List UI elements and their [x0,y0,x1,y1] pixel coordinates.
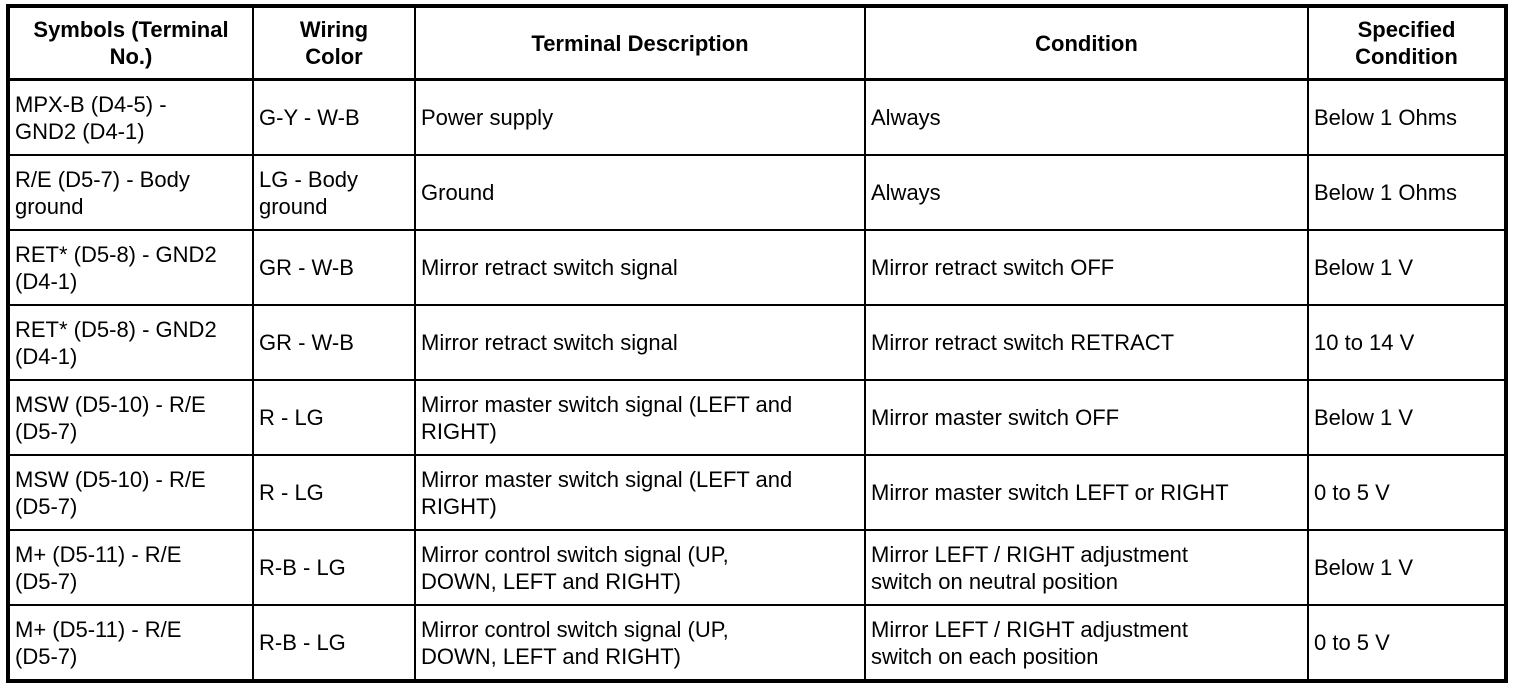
cell-wiring-color: GR - W-B [252,304,416,381]
cell-condition: Mirror LEFT / RIGHT adjustment switch on… [864,604,1309,682]
cell-symbols: M+ (D5-11) - R/E (D5-7) [7,529,254,606]
cell-wiring-color: GR - W-B [252,229,416,306]
cell-specified-condition: 0 to 5 V [1307,604,1507,682]
cell-terminal-description: Mirror master switch signal (LEFT and RI… [414,379,866,456]
column-header-specified-condition: Specified Condition [1307,5,1507,81]
table-row: R/E (D5-7) - Body ground LG - Body groun… [7,154,1507,231]
cell-condition: Mirror master switch OFF [864,379,1309,456]
cell-wiring-color: LG - Body ground [252,154,416,231]
cell-specified-condition: Below 1 Ohms [1307,154,1507,231]
table-row: M+ (D5-11) - R/E (D5-7) R-B - LG Mirror … [7,604,1507,682]
cell-terminal-description: Mirror retract switch signal [414,304,866,381]
cell-symbols: M+ (D5-11) - R/E (D5-7) [7,604,254,682]
terminal-spec-table: Symbols (Terminal No.) Wiring Color Term… [6,4,1508,683]
cell-specified-condition: Below 1 V [1307,229,1507,306]
cell-symbols: R/E (D5-7) - Body ground [7,154,254,231]
column-header-condition: Condition [864,5,1309,81]
cell-symbols: MSW (D5-10) - R/E (D5-7) [7,454,254,531]
cell-wiring-color: G-Y - W-B [252,78,416,156]
cell-terminal-description: Mirror retract switch signal [414,229,866,306]
table-row: MSW (D5-10) - R/E (D5-7) R - LG Mirror m… [7,379,1507,456]
cell-specified-condition: 0 to 5 V [1307,454,1507,531]
cell-symbols: RET* (D5-8) - GND2 (D4-1) [7,229,254,306]
cell-terminal-description: Mirror master switch signal (LEFT and RI… [414,454,866,531]
column-header-wiring-color: Wiring Color [252,5,416,81]
cell-terminal-description: Mirror control switch signal (UP, DOWN, … [414,529,866,606]
table-row: MSW (D5-10) - R/E (D5-7) R - LG Mirror m… [7,454,1507,531]
table-row: M+ (D5-11) - R/E (D5-7) R-B - LG Mirror … [7,529,1507,606]
cell-condition: Mirror LEFT / RIGHT adjustment switch on… [864,529,1309,606]
cell-wiring-color: R - LG [252,379,416,456]
cell-condition: Mirror retract switch OFF [864,229,1309,306]
cell-condition: Mirror retract switch RETRACT [864,304,1309,381]
cell-terminal-description: Ground [414,154,866,231]
cell-symbols: MPX-B (D4-5) - GND2 (D4-1) [7,78,254,156]
table-row: RET* (D5-8) - GND2 (D4-1) GR - W-B Mirro… [7,229,1507,306]
cell-condition: Always [864,154,1309,231]
cell-specified-condition: Below 1 V [1307,529,1507,606]
table-row: MPX-B (D4-5) - GND2 (D4-1) G-Y - W-B Pow… [7,78,1507,156]
cell-symbols: MSW (D5-10) - R/E (D5-7) [7,379,254,456]
cell-condition: Mirror master switch LEFT or RIGHT [864,454,1309,531]
cell-condition: Always [864,78,1309,156]
cell-wiring-color: R - LG [252,454,416,531]
header-row: Symbols (Terminal No.) Wiring Color Term… [7,5,1507,81]
cell-symbols: RET* (D5-8) - GND2 (D4-1) [7,304,254,381]
cell-wiring-color: R-B - LG [252,604,416,682]
cell-specified-condition: Below 1 V [1307,379,1507,456]
column-header-symbols: Symbols (Terminal No.) [7,5,254,81]
cell-terminal-description: Power supply [414,78,866,156]
cell-specified-condition: 10 to 14 V [1307,304,1507,381]
cell-terminal-description: Mirror control switch signal (UP, DOWN, … [414,604,866,682]
cell-specified-condition: Below 1 Ohms [1307,78,1507,156]
column-header-terminal-description: Terminal Description [414,5,866,81]
cell-wiring-color: R-B - LG [252,529,416,606]
table-row: RET* (D5-8) - GND2 (D4-1) GR - W-B Mirro… [7,304,1507,381]
